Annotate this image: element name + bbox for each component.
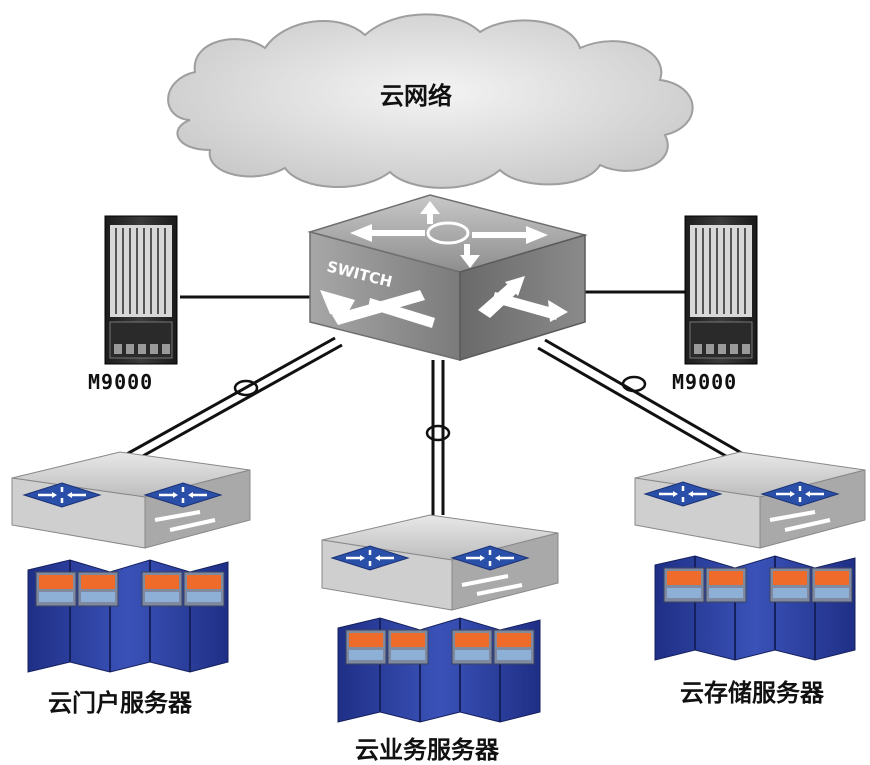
- switch-cross-icon: [320, 290, 435, 328]
- server-group-label-storage: 云存储服务器: [680, 679, 824, 707]
- cloud: [167, 13, 694, 189]
- server-group-storage: [654, 555, 856, 661]
- server-group-label-business: 云业务服务器: [355, 736, 499, 764]
- access-switch-left: [11, 451, 251, 549]
- switch-exchange-icon: [478, 276, 568, 322]
- router-rack-right: [684, 215, 758, 365]
- core-switch: SWITCH: [307, 194, 588, 362]
- router-label-left: M9000: [88, 370, 154, 394]
- router-rack-left: [104, 215, 178, 365]
- router-label-right: M9000: [672, 370, 738, 394]
- server-group-business: [337, 617, 541, 723]
- cloud-label: 云网络: [380, 82, 452, 110]
- network-links: [124, 290, 746, 515]
- server-group-label-portal: 云门户服务器: [48, 689, 192, 717]
- access-switch-center: [321, 514, 559, 611]
- switch-arrows-icon: [350, 201, 548, 268]
- server-group-portal: [27, 559, 229, 673]
- access-switch-right: [634, 451, 866, 549]
